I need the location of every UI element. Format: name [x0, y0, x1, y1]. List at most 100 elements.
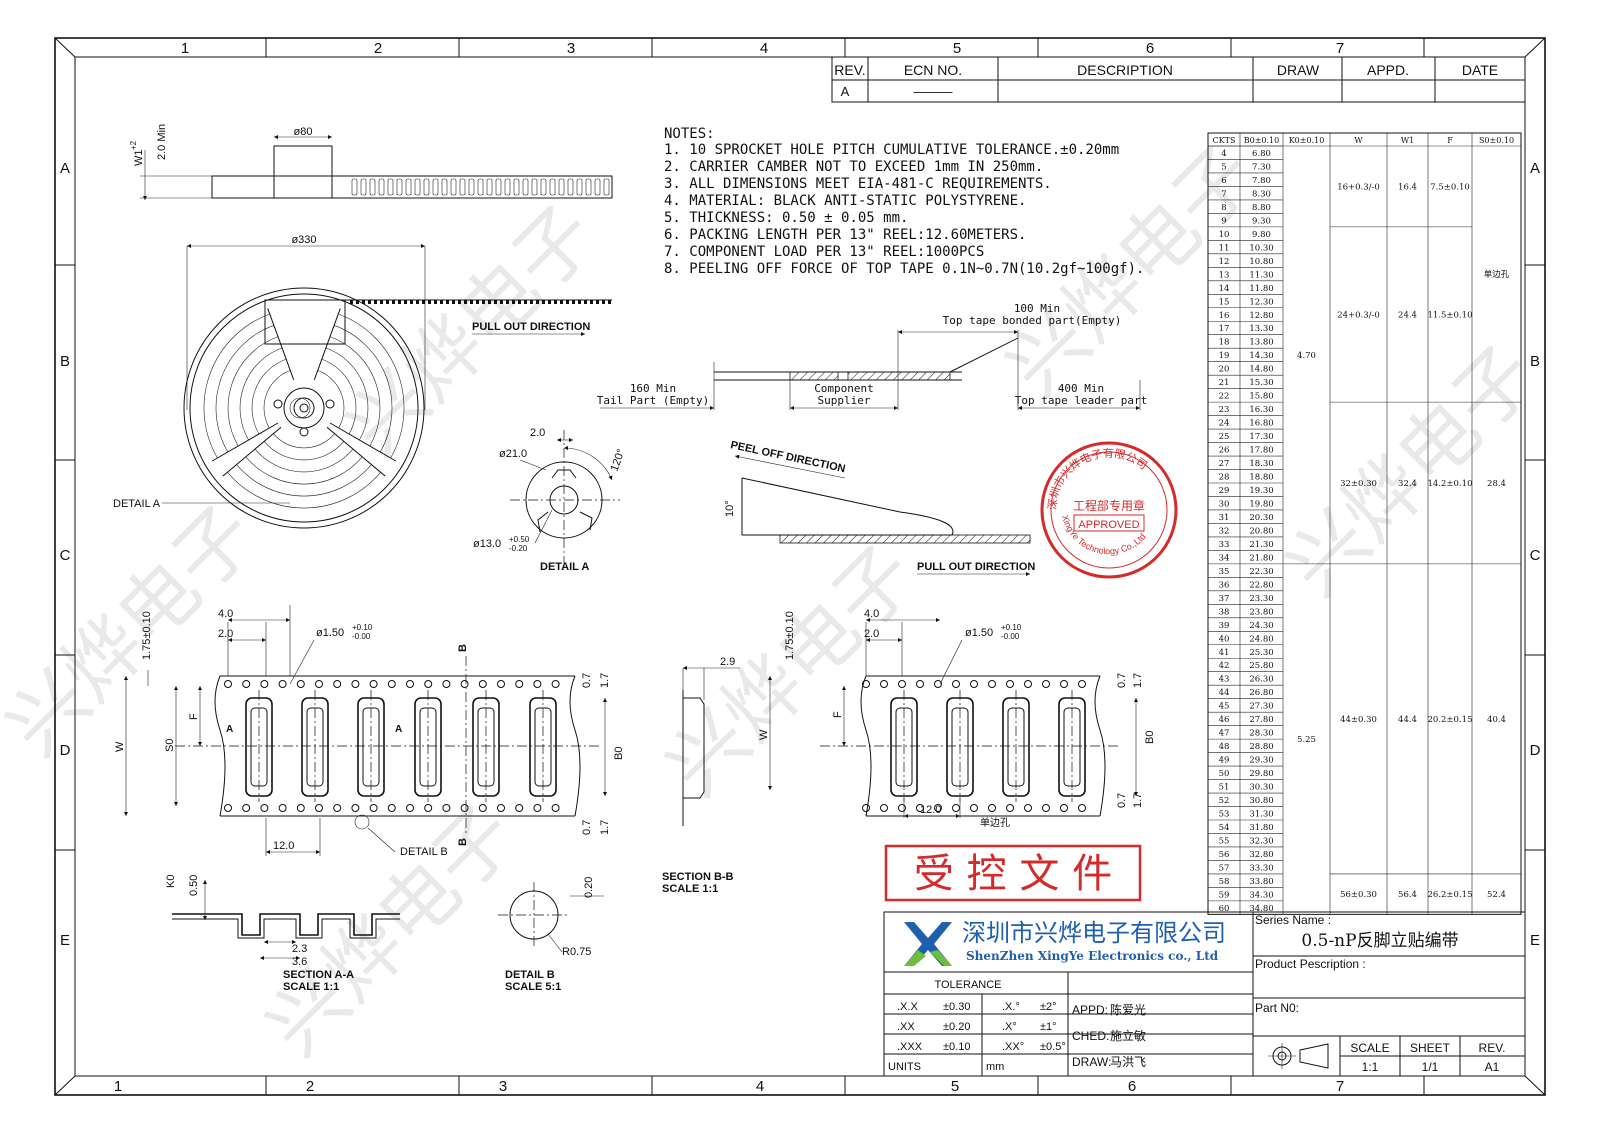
detail-a-d20: 2.0: [530, 427, 545, 439]
sprocket-hole: [369, 804, 378, 812]
spec-ckts-cell: 36: [1219, 580, 1230, 590]
sprocket-hole: [224, 680, 232, 688]
watermark: 兴烨电子: [250, 789, 534, 1073]
sprocket-hole: [988, 804, 996, 812]
spec-b0-cell: 30.80: [1249, 796, 1273, 806]
tape-tooth: [416, 300, 419, 304]
spec-ckts-cell: 25: [1219, 432, 1230, 442]
spec-b0-cell: 29.30: [1249, 756, 1273, 766]
detail-b-scale: SCALE 5:1: [505, 981, 561, 993]
sprocket-hole: [916, 680, 924, 688]
watermark: 兴烨电子: [1270, 329, 1554, 613]
spec-k0-cell: 5.25: [1297, 735, 1316, 745]
tape-slot: [378, 178, 385, 196]
note-item: 5. THICKNESS: 0.50 ± 0.05 mm.: [664, 210, 908, 226]
tape-tooth: [542, 300, 545, 304]
leader-label: Top tape leader part: [1015, 394, 1147, 407]
spec-b0-cell: 11.80: [1249, 284, 1273, 294]
tape-slot: [549, 178, 556, 196]
sprocket-hole: [296, 680, 305, 688]
bb-d29: 2.9: [720, 656, 735, 668]
d20-right: 2.0: [864, 628, 879, 640]
sprocket-hole: [224, 804, 232, 812]
tape-tooth: [398, 300, 401, 304]
reel-window-arc: [236, 464, 372, 497]
spec-ckts-cell: 58: [1219, 877, 1230, 887]
tape-tooth: [500, 300, 503, 304]
f-right: F: [832, 711, 844, 718]
spec-b0-cell: 33.30: [1249, 863, 1273, 873]
sprocket-hole: [916, 804, 924, 812]
tape-tooth: [512, 300, 515, 304]
spec-s0-cell: 28.4: [1487, 479, 1506, 489]
reel-window-arc: [317, 370, 345, 429]
sprocket-hole: [351, 804, 360, 812]
spec-b0-cell: 23.80: [1249, 607, 1273, 617]
sprocket-hole: [333, 804, 342, 812]
tape-slot: [594, 178, 601, 196]
spec-ckts-cell: 22: [1219, 392, 1230, 402]
sprocket-hole: [242, 804, 251, 812]
tape-tooth: [428, 300, 431, 304]
d07-left-bot: 0.7: [581, 820, 593, 835]
tape-tooth: [590, 300, 593, 304]
tol-row: .X.°: [1002, 1001, 1020, 1013]
spec-ckts-cell: 55: [1219, 836, 1230, 846]
spec-ckts-cell: 7: [1221, 189, 1226, 199]
spec-ckts-cell: 52: [1219, 796, 1230, 806]
tape-slot: [432, 178, 439, 196]
zone-col-label: 4: [756, 1078, 764, 1095]
approval-stamp: 深圳市兴烨电子有限公司 XingYe Technology Co.,Ltd 工程…: [1040, 441, 1178, 579]
reel-window-arc: [254, 448, 354, 473]
min400-label: 400 Min: [1058, 382, 1104, 395]
spec-ckts-cell: 28: [1219, 473, 1230, 483]
spec-ckts-cell: 56: [1219, 850, 1230, 860]
section-a-marker: A: [395, 724, 402, 735]
tape-slot: [459, 178, 466, 196]
spec-ckts-cell: 50: [1219, 769, 1230, 779]
reel-front-view: ø330 PULL OUT DIRECTION DETAIL A: [113, 234, 612, 529]
date-header: DATE: [1462, 62, 1498, 78]
ecn-header: ECN NO.: [904, 62, 962, 78]
spec-ckts-cell: 57: [1219, 863, 1230, 873]
note-item: 8. PEELING OFF FORCE OF TOP TAPE 0.1N~0.…: [664, 261, 1144, 277]
notes-title: NOTES:: [664, 126, 715, 142]
detail-a-phi21: ø21.0: [499, 448, 527, 460]
tape-tooth: [530, 300, 533, 304]
min160-label: 160 Min: [630, 382, 676, 395]
reel-window-arc: [245, 456, 363, 485]
spec-b0-cell: 20.30: [1249, 513, 1273, 523]
spec-b0-cell: 24.80: [1249, 634, 1273, 644]
d40-right: 4.0: [864, 608, 879, 620]
zone-col-label: 6: [1146, 40, 1154, 57]
controlled-document-stamp: 受 控 文 件: [884, 844, 1142, 902]
ched-label: CHED:: [1072, 1029, 1109, 1043]
aa-scale: SCALE 1:1: [283, 981, 339, 993]
tol-row: .XX: [897, 1021, 915, 1033]
min100-label: 100 Min: [1014, 302, 1060, 315]
tol-row: ±1°: [1040, 1021, 1057, 1033]
spec-b0-cell: 33.80: [1249, 877, 1273, 887]
spec-b0-cell: 15.30: [1249, 378, 1273, 388]
partno-label: Part N0:: [1255, 1001, 1299, 1015]
spec-header: W1: [1401, 136, 1414, 145]
spec-b0-cell: 32.30: [1249, 836, 1273, 846]
d07-right-top: 0.7: [1116, 673, 1128, 688]
reel-window-arc: [227, 336, 279, 447]
reel-window-arc: [239, 347, 283, 441]
phi330-label: ø330: [291, 234, 316, 246]
spec-b0-cell: 34.80: [1249, 904, 1273, 914]
aa-d23: 2.3: [292, 943, 307, 955]
sprocket-hole: [260, 680, 269, 688]
zone-col-label: 3: [567, 40, 575, 57]
detail-b-r075: R0.75: [562, 946, 591, 958]
spec-b0-cell: 21.30: [1249, 540, 1273, 550]
w-right: W: [758, 729, 770, 740]
spec-b0-cell: 27.80: [1249, 715, 1273, 725]
spec-f-cell: 11.5±0.10: [1428, 311, 1473, 321]
tape-tooth: [506, 300, 509, 304]
spec-w-cell: 32±0.30: [1340, 479, 1377, 489]
spec-b0-cell: 20.80: [1249, 526, 1273, 536]
d175-right: 1.75±0.10: [784, 611, 796, 660]
tape-slot: [387, 178, 394, 196]
